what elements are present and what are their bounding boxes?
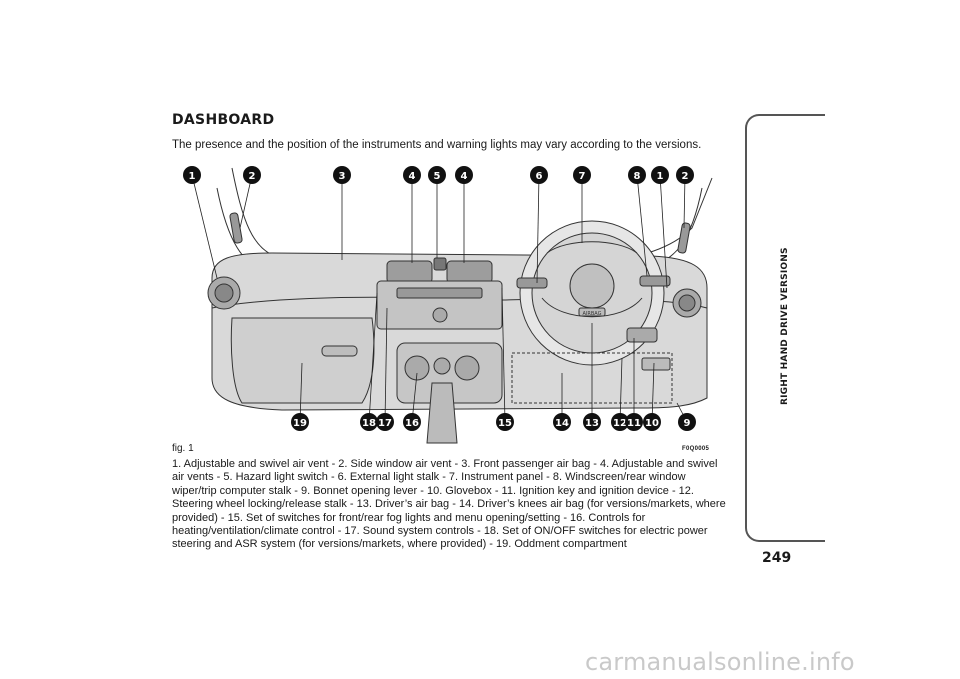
callout-label: 17 bbox=[378, 418, 392, 429]
airbag-label: AIRBAG bbox=[582, 311, 601, 317]
callout-label: 4 bbox=[409, 171, 416, 182]
section-tab-label: RIGHT HAND DRIVE VERSIONS bbox=[780, 247, 790, 405]
callout-label: 6 bbox=[536, 171, 543, 182]
callout-label: 9 bbox=[684, 418, 691, 429]
callout-label: 3 bbox=[339, 171, 346, 182]
figure-caption: 1. Adjustable and swivel air vent - 2. S… bbox=[172, 458, 726, 551]
callout-label: 15 bbox=[498, 418, 512, 429]
callout-label: 12 bbox=[613, 418, 627, 429]
callout-label: 19 bbox=[293, 418, 307, 429]
callout-label: 18 bbox=[362, 418, 376, 429]
page-number: 249 bbox=[762, 550, 792, 566]
callout-label: 2 bbox=[249, 171, 256, 182]
watermark-text: carmanualsonline.info bbox=[585, 648, 855, 676]
callout-label: 8 bbox=[634, 171, 641, 182]
figure-label: fig. 1 bbox=[172, 443, 194, 454]
section-tab bbox=[745, 114, 825, 542]
dashboard-figure: 1 2 3 4 5 4 6 7 8 1 2 19 18 17 16 15 14 … bbox=[172, 158, 723, 454]
callout-label: 1 bbox=[657, 171, 664, 182]
callout-label: 14 bbox=[555, 418, 569, 429]
callout-label: 7 bbox=[579, 171, 586, 182]
callout-label: 1 bbox=[189, 171, 196, 182]
callout-label: 2 bbox=[682, 171, 689, 182]
section-tab-label-wrap: RIGHT HAND DRIVE VERSIONS bbox=[780, 247, 792, 405]
dashboard-illustration: 1 2 3 4 5 4 6 7 8 1 2 19 18 17 16 15 14 … bbox=[183, 166, 713, 444]
callout-label: 13 bbox=[585, 418, 599, 429]
page-title: DASHBOARD bbox=[172, 112, 275, 128]
callout-label: 10 bbox=[645, 418, 659, 429]
intro-text: The presence and the position of the ins… bbox=[172, 139, 702, 151]
callout-label: 4 bbox=[461, 171, 468, 182]
callout-label: 5 bbox=[434, 171, 441, 182]
callout-label: 16 bbox=[405, 418, 419, 429]
callout-label: 11 bbox=[627, 418, 641, 429]
figure-code: F0Q0005 bbox=[682, 446, 710, 452]
callouts-top: 1 2 3 4 5 4 6 7 8 1 2 bbox=[183, 166, 694, 184]
callouts-bottom: 19 18 17 16 15 14 13 12 11 10 9 bbox=[291, 413, 696, 431]
